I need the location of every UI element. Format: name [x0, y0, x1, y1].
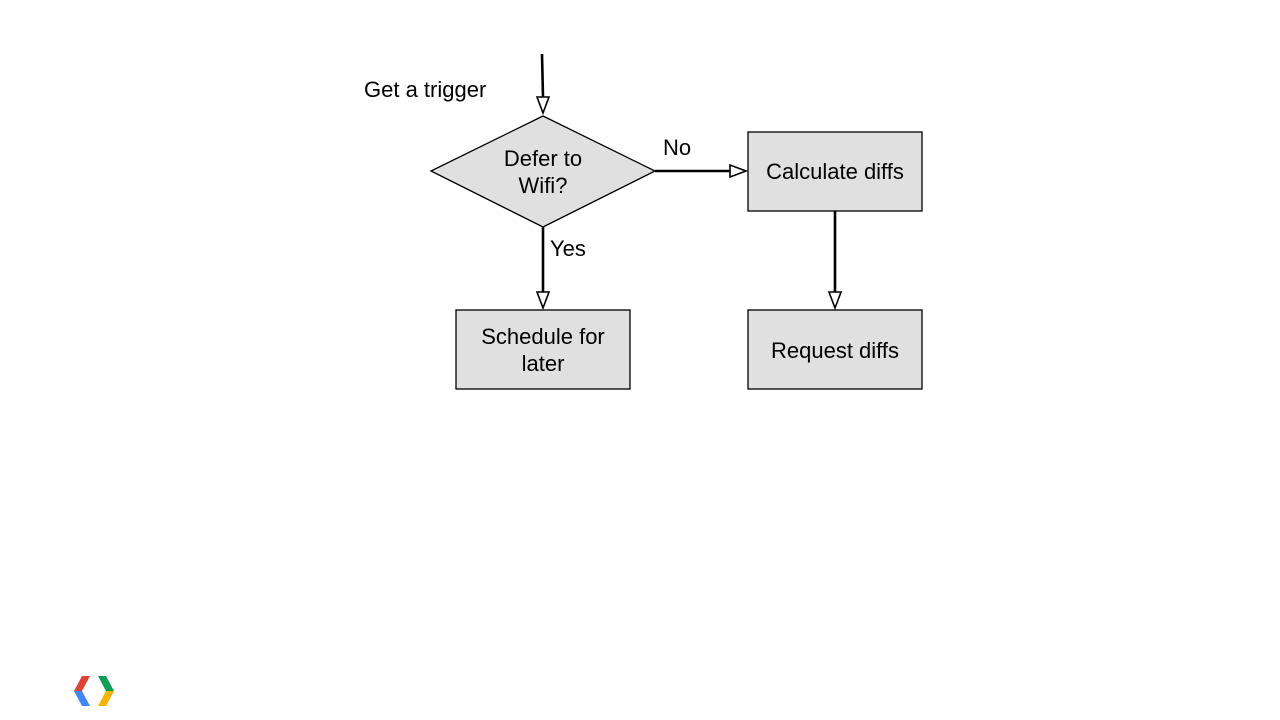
decision-diamond: [429, 115, 657, 228]
edge-trigger-to-decision: [535, 53, 551, 116]
request-node: Request diffs: [747, 309, 923, 390]
calculate-node: Calculate diffs: [747, 131, 923, 212]
yes-label: Yes: [550, 236, 586, 261]
logo-red-segment: [74, 676, 90, 691]
decision-node: Defer to Wifi?: [429, 115, 657, 228]
google-developers-logo-icon: [74, 676, 114, 706]
schedule-label-line-2: later: [522, 351, 565, 376]
arrowhead-down-icon: [535, 291, 551, 311]
edge-no: [655, 163, 749, 179]
schedule-box: [455, 309, 631, 390]
decision-label-line-2: Wifi?: [519, 173, 568, 198]
request-box: [747, 309, 923, 390]
no-label: No: [663, 135, 691, 160]
trigger-label: Get a trigger: [364, 77, 486, 102]
schedule-label-line-1: Schedule for: [481, 324, 605, 349]
arrowhead-down-icon: [827, 291, 843, 311]
logo-green-segment: [98, 676, 114, 691]
logo-blue-segment: [74, 691, 90, 706]
schedule-node: Schedule for later: [455, 309, 631, 390]
arrowhead-right-icon: [729, 163, 749, 179]
edge-yes: [535, 227, 551, 311]
arrowhead-down-icon: [535, 96, 551, 116]
logo-yellow-segment: [98, 691, 114, 706]
edge-calculate-to-request: [827, 211, 843, 311]
calculate-label: Calculate diffs: [766, 159, 904, 184]
request-label: Request diffs: [771, 338, 899, 363]
decision-label-line-1: Defer to: [504, 146, 582, 171]
